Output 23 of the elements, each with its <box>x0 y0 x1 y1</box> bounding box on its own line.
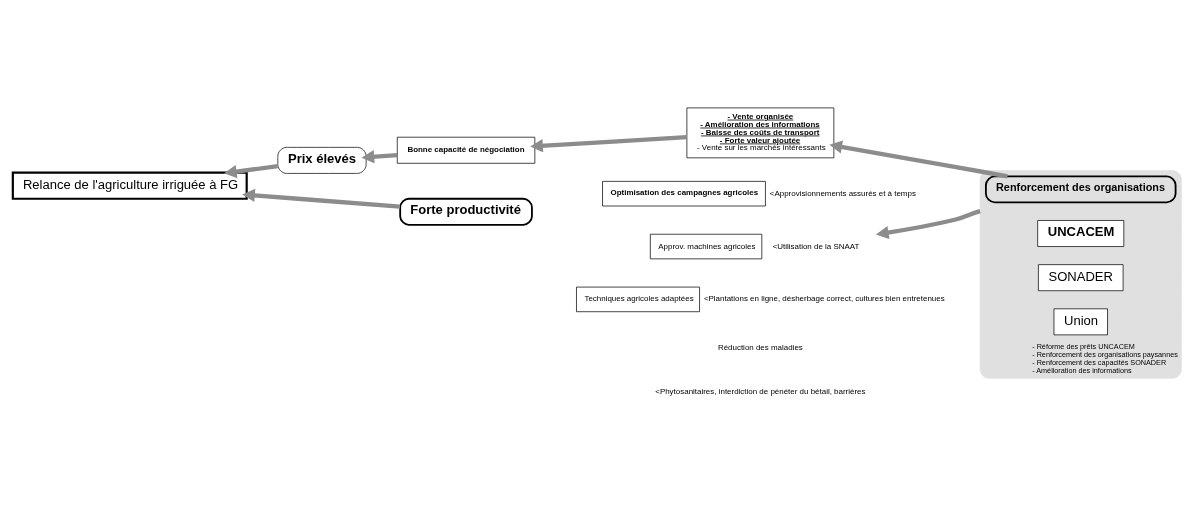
node-box: SONADER <box>1038 263 1124 291</box>
arrow <box>829 139 1008 178</box>
arrow <box>530 134 687 152</box>
arrow <box>242 188 401 209</box>
node-label: <Approvisionnements assurés et à temps <box>769 188 916 198</box>
arrow <box>224 163 278 178</box>
node-box: Renforcement des organisations <box>985 174 1177 203</box>
arrow <box>875 208 981 239</box>
node-box: Optimisation des campagnes agricoles <box>602 180 766 206</box>
node-box: - Vente organisée - Amélioration des informations - Baisse des coûts de transport - Forte valeur ajoutée - Vente sur les marchés intéressants <box>686 107 835 158</box>
arrow <box>361 149 398 163</box>
node-box: Union <box>1053 307 1108 335</box>
label: <Phytosanitaires, interdiction de pénéter du bétail, barrières <box>655 386 866 396</box>
node-box: Forte productivité <box>399 197 533 226</box>
node-box: Techniques agricoles adaptées <box>576 286 700 312</box>
node-box: Approv. machines agricoles <box>649 233 763 259</box>
node-box: Relance de l'agriculture irriguée à FG <box>11 171 248 200</box>
label: Réduction des maladies <box>717 342 803 352</box>
node-box: Prix élevés <box>277 146 367 174</box>
node-box: UNCACEM <box>1037 219 1125 247</box>
node-label: <Utilisation de la SNAAT <box>772 241 860 251</box>
node-label: <Plantations en ligne, désherbage correct, cultures bien entretenues <box>703 293 945 303</box>
node-box: Bonne capacité de négociation <box>396 136 536 164</box>
